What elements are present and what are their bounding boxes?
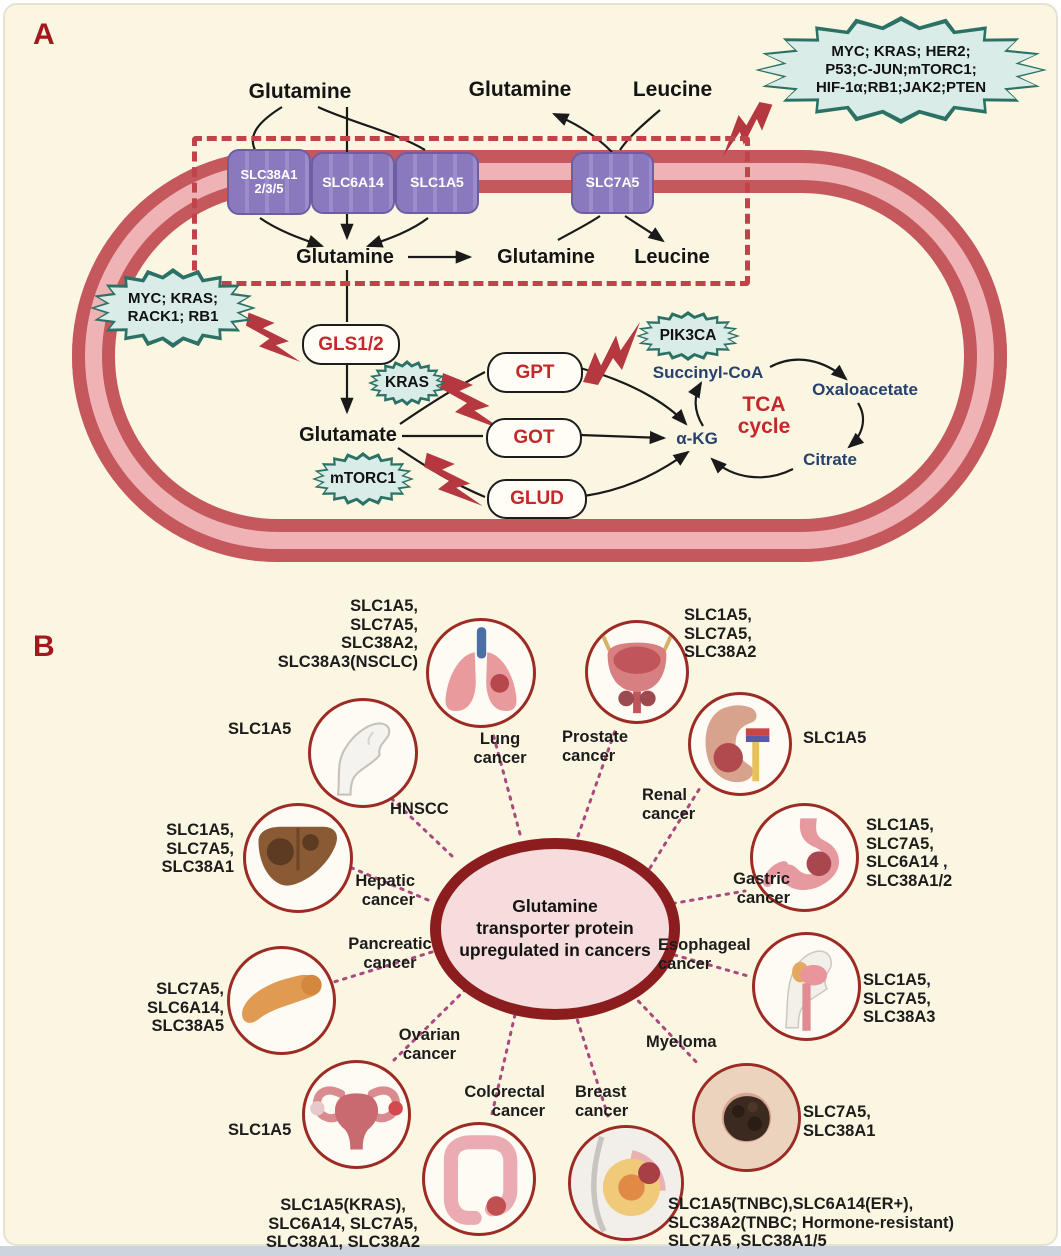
- oxaloacetate-label: Oxaloacetate: [812, 380, 918, 399]
- breast-icon: [568, 1125, 684, 1241]
- pik3ca-badge-text: PIK3CA: [659, 326, 717, 344]
- transporter-slc6a14: SLC6A14: [311, 152, 395, 214]
- intracellular-glutamine-left: Glutamine: [296, 246, 394, 268]
- ovarian-cancer-genes: SLC1A5: [228, 1121, 292, 1139]
- tca-cycle-title: TCA cycle: [737, 393, 791, 439]
- hepatic-cancer-genes: SLC1A5, SLC7A5, SLC38A1: [161, 821, 234, 877]
- prostate-icon: [585, 620, 689, 724]
- esophageal-icon: [752, 932, 861, 1041]
- hnscc-label: HNSCC: [390, 800, 449, 818]
- pancreatic-cancer-label: Pancreatic cancer: [348, 935, 432, 972]
- succinyl-coa-label: Succinyl-CoA: [652, 363, 764, 382]
- enzyme-got: GOT: [486, 418, 582, 458]
- esophageal-cancer-genes: SLC1A5, SLC7A5, SLC38A3: [863, 971, 936, 1027]
- lightning-bolt-icon: [583, 322, 640, 385]
- intracellular-glutamine-right: Glutamine: [497, 246, 595, 268]
- colorectal-cancer-genes: SLC1A5(KRAS), SLC6A14, SLC7A5, SLC38A1, …: [265, 1196, 421, 1252]
- breast-cancer-label: Breast cancer: [575, 1083, 629, 1120]
- center-ellipse: Glutamine transporter protein upregulate…: [430, 838, 680, 1020]
- lightning-bolt-icon: [424, 452, 483, 506]
- enzyme-gpt: GPT: [487, 352, 583, 393]
- gastric-icon: [750, 803, 859, 912]
- membrane-transporter-frame: [192, 136, 750, 286]
- enzyme-glud: GLUD: [487, 479, 587, 519]
- hepatic-icon: [243, 803, 353, 913]
- prostate-cancer-genes: SLC1A5, SLC7A5, SLC38A2: [684, 606, 757, 662]
- colorectal-cancer-label: Colorectal cancer: [464, 1083, 545, 1120]
- enzyme-gls: GLS1/2: [302, 324, 400, 365]
- lightning-bolt-icon: [246, 312, 301, 362]
- gastric-cancer-label: Gastric cancer: [733, 870, 790, 907]
- hnscc-icon: [308, 698, 418, 808]
- transporter-slc1a5: SLC1A5: [395, 152, 479, 214]
- citrate-label: Citrate: [803, 450, 857, 469]
- hepatic-cancer-label: Hepatic cancer: [355, 872, 415, 909]
- hnscc-genes: SLC1A5: [228, 720, 292, 738]
- gastric-cancer-genes: SLC1A5, SLC7A5, SLC6A14 , SLC38A1/2: [866, 816, 953, 890]
- prostate-cancer-label: Prostate cancer: [562, 728, 629, 765]
- intracellular-leucine: Leucine: [634, 246, 710, 268]
- myeloma-icon: [692, 1063, 801, 1172]
- radial-dotted-lines: [332, 726, 750, 1118]
- renal-cancer-label: Renal cancer: [642, 786, 696, 823]
- panel-b-label: B: [33, 630, 55, 663]
- pancreatic-icon: [227, 946, 336, 1055]
- panel-a-label: A: [33, 18, 55, 51]
- lung-cancer-genes: SLC1A5, SLC7A5, SLC38A2, SLC38A3(NSCLC): [277, 597, 418, 671]
- ovarian-cancer-label: Ovarian cancer: [398, 1026, 461, 1063]
- extracellular-glutamine-right: Glutamine: [468, 78, 572, 101]
- glutamate-label: Glutamate: [299, 424, 397, 446]
- myeloma-label: Myeloma: [646, 1033, 717, 1051]
- oncogene-starburst-membrane-text: MYC; KRAS; HER2; P53;C-JUN;mTORC1; HIF-1…: [815, 43, 987, 96]
- oncogene-starburst-gls-text: MYC; KRAS; RACK1; RB1: [127, 290, 219, 325]
- lung-icon: [426, 618, 536, 728]
- lung-cancer-label: Lung cancer: [473, 730, 527, 767]
- panel-a-arrows: [251, 106, 865, 499]
- window-bottom-edge: [0, 1246, 1061, 1256]
- kras-badge-text: KRAS: [385, 373, 429, 391]
- extracellular-glutamine-left: Glutamine: [248, 80, 352, 103]
- ovarian-icon: [302, 1060, 411, 1169]
- transporter-slc38a: SLC38A1 2/3/5: [227, 149, 311, 215]
- myeloma-genes: SLC7A5, SLC38A1: [803, 1103, 876, 1140]
- mtorc1-badge-text: mTORC1: [329, 469, 397, 487]
- extracellular-leucine: Leucine: [632, 78, 713, 101]
- breast-cancer-genes: SLC1A5(TNBC),SLC6A14(ER+), SLC38A2(TNBC;…: [668, 1195, 955, 1251]
- colorectal-icon: [422, 1122, 536, 1236]
- renal-cancer-genes: SLC1A5: [803, 729, 867, 747]
- alpha-kg-label: α-KG: [676, 429, 718, 448]
- transporter-slc7a5: SLC7A5: [571, 152, 654, 214]
- renal-icon: [688, 692, 792, 796]
- figure-background: [3, 3, 1058, 1246]
- esophageal-cancer-label: Esophageal cancer: [658, 936, 751, 973]
- pancreatic-cancer-genes: SLC7A5, SLC6A14, SLC38A5: [146, 980, 224, 1036]
